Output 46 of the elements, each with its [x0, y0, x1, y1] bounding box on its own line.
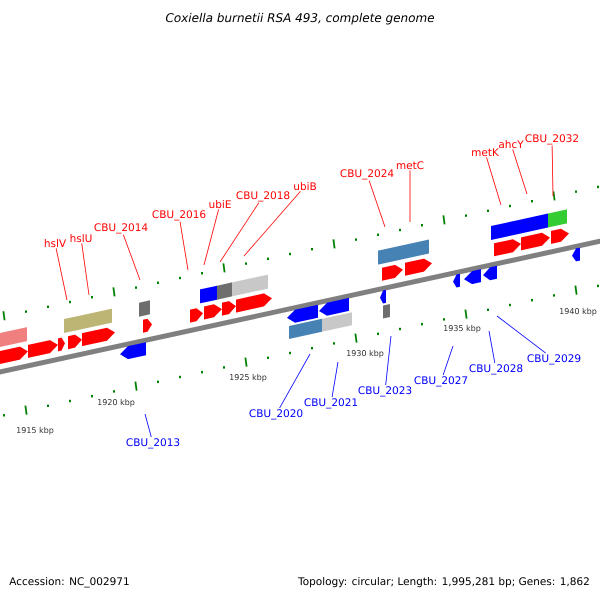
leader-line — [552, 145, 554, 196]
leader-line — [488, 330, 496, 364]
gene-label: CBU_2029 — [528, 354, 580, 364]
leader-line — [385, 336, 392, 386]
gene-label: metC — [396, 161, 424, 170]
gene-label: CBU_2024 — [340, 169, 394, 180]
gene-label: hslU — [70, 234, 92, 242]
scale-label: 1925 kbp — [230, 374, 266, 382]
gene-label: hslV — [44, 239, 66, 248]
leader-line — [220, 202, 260, 262]
leader-line — [144, 414, 152, 438]
leader-line — [279, 354, 310, 408]
leader-line — [122, 234, 140, 280]
gene-label: ahcY — [499, 140, 524, 148]
leader-line — [486, 156, 502, 206]
gene-label: CBU_2013 — [126, 438, 180, 448]
gene-label: ubiB — [294, 182, 316, 190]
gene-label: CBU_2020 — [250, 409, 302, 420]
leader-line — [332, 362, 338, 398]
leader-line — [81, 242, 90, 296]
scale-label: 1920 kbp — [98, 398, 134, 407]
leader-line — [368, 180, 386, 228]
gene-label: CBU_2016 — [152, 210, 206, 220]
gene-label: CBU_2018 — [236, 191, 290, 202]
gene-label: metK — [472, 148, 500, 156]
scale-label: 1935 kbp — [444, 324, 480, 333]
leader-line — [56, 248, 68, 300]
gene-label: CBU_2021 — [304, 398, 358, 408]
leader-line — [442, 346, 454, 376]
leader-line — [496, 316, 546, 354]
title: Coxiella burnetii RSA 493, complete genome — [166, 12, 434, 24]
gene-label: CBU_2023 — [358, 386, 412, 396]
gene-label: CBU_2014 — [94, 223, 148, 234]
footer-text: Topology: circular; Length: 1,995,281 bp; Genes: 1,862 — [298, 577, 589, 588]
scale-label: 1940 kbp — [560, 308, 596, 316]
gene-label: CBU_2032 — [526, 134, 578, 144]
scale-label: 1915 kbp — [17, 426, 54, 435]
leader-line — [512, 148, 528, 194]
gene-label: ubiE — [209, 200, 231, 208]
footer-text: Accession: NC_002971 — [9, 577, 129, 588]
leader-line — [244, 190, 301, 256]
leader-line — [204, 208, 220, 266]
leader-line — [180, 221, 188, 270]
gene-label: CBU_2027 — [414, 376, 468, 386]
scale-label: 1930 kbp — [347, 350, 384, 358]
gene-label: CBU_2028 — [470, 364, 522, 374]
